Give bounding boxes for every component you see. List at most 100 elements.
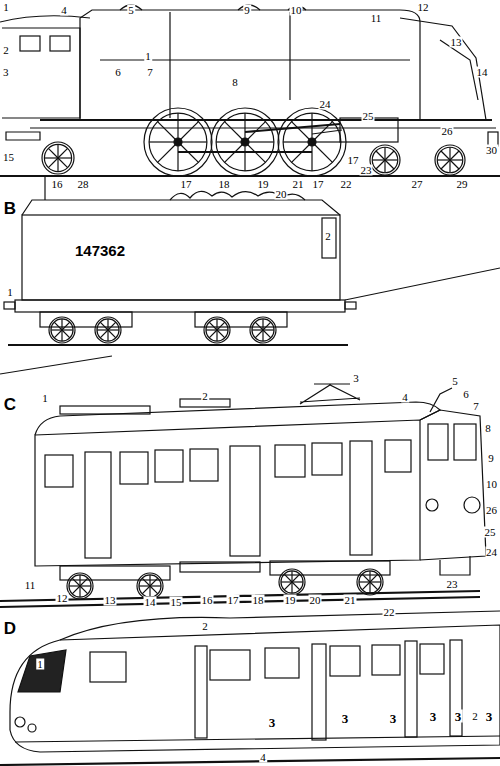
drawing-stroke bbox=[2, 28, 80, 118]
drawing-stroke bbox=[0, 758, 500, 765]
drawing-stroke bbox=[120, 452, 148, 484]
wheel-spoke bbox=[216, 141, 245, 142]
wheel-spoke bbox=[284, 582, 292, 590]
callout-number: 17 bbox=[347, 155, 360, 166]
wheel-spoke bbox=[62, 329, 73, 330]
callout-number: 21 bbox=[344, 595, 357, 606]
drawing-stroke bbox=[230, 446, 260, 556]
callout-number: 23 bbox=[360, 165, 373, 176]
wheel-spoke bbox=[284, 574, 292, 582]
callout-number: 15 bbox=[2, 152, 15, 163]
callout-number: 7 bbox=[146, 67, 154, 78]
callout-number: 11 bbox=[370, 13, 383, 24]
wheel-spoke bbox=[79, 575, 80, 586]
drawing-stroke bbox=[440, 40, 478, 100]
wheel-spoke bbox=[142, 586, 150, 594]
callout-number: 24 bbox=[319, 99, 332, 110]
callout-number: 23 bbox=[446, 579, 459, 590]
callout-number: 10 bbox=[485, 479, 498, 490]
wheel-spoke bbox=[217, 329, 228, 330]
drawing-stroke bbox=[464, 497, 480, 513]
figure-letter: B bbox=[3, 200, 17, 217]
figure-letter: D bbox=[3, 620, 17, 637]
electric-railcar bbox=[0, 384, 486, 607]
callout-number: 19 bbox=[257, 179, 270, 190]
drawing-stroke bbox=[20, 36, 40, 51]
drawing-stroke bbox=[50, 36, 70, 51]
wheel-spoke bbox=[158, 142, 178, 162]
wheel-spoke bbox=[58, 148, 68, 158]
wheel-spoke bbox=[450, 159, 463, 160]
wheel-spoke bbox=[178, 122, 198, 142]
wheel-spoke bbox=[362, 574, 370, 582]
callout-number: 17 bbox=[227, 595, 240, 606]
callout-number: 15 bbox=[170, 597, 183, 608]
drawing-stroke bbox=[30, 127, 496, 128]
wheel-spoke bbox=[100, 322, 108, 330]
callout-number: 20 bbox=[309, 595, 322, 606]
wheel-spoke bbox=[255, 330, 263, 338]
drawing-stroke bbox=[350, 441, 372, 555]
figure-letter: 147362 bbox=[74, 243, 126, 258]
figure-letter: 3 bbox=[341, 712, 350, 725]
wheel-spoke bbox=[292, 581, 303, 582]
wheel-spoke bbox=[281, 581, 292, 582]
wheel-spoke bbox=[312, 122, 332, 142]
wheel-rim bbox=[44, 144, 71, 171]
wheel-spoke bbox=[150, 585, 161, 586]
wheel-spoke bbox=[216, 319, 217, 330]
drawing-stroke bbox=[35, 402, 440, 435]
callout-number: 17 bbox=[312, 179, 325, 190]
callout-number: 1 bbox=[6, 287, 14, 298]
drawing-stroke bbox=[190, 449, 218, 481]
callout-number: 20 bbox=[275, 189, 288, 200]
drawing-stroke bbox=[100, 12, 410, 118]
callout-number: 24 bbox=[485, 547, 498, 558]
drawing-stroke bbox=[426, 499, 438, 511]
wheel-spoke bbox=[292, 582, 300, 590]
wheel-spoke bbox=[370, 582, 378, 590]
callout-number: 1 bbox=[36, 659, 44, 670]
figure-letter: C bbox=[3, 396, 17, 413]
callout-number: 16 bbox=[51, 179, 64, 190]
wheel-spoke bbox=[97, 329, 108, 330]
wheel-rim bbox=[372, 147, 398, 173]
wheel-spoke bbox=[61, 319, 62, 330]
drawing-stroke bbox=[120, 5, 306, 10]
wheel-spoke bbox=[108, 329, 119, 330]
callout-number: 7 bbox=[472, 401, 480, 412]
callout-number: 22 bbox=[383, 607, 396, 618]
callout-number: 22 bbox=[340, 179, 353, 190]
drawing-stroke bbox=[440, 556, 470, 575]
drawing-stroke bbox=[4, 302, 15, 309]
drawing-stroke bbox=[35, 420, 420, 566]
drawing-stroke bbox=[210, 650, 250, 680]
wheel-spoke bbox=[437, 159, 450, 160]
wheel-spoke bbox=[255, 322, 263, 330]
wheel-spoke bbox=[80, 578, 88, 586]
callout-number: 2 bbox=[201, 621, 209, 632]
callout-number: 18 bbox=[252, 595, 265, 606]
drawing-stroke bbox=[300, 384, 360, 404]
wheel-spoke bbox=[72, 586, 80, 594]
wheel-spoke bbox=[449, 147, 450, 160]
callout-number: 25 bbox=[484, 527, 497, 538]
drawing-stroke bbox=[385, 440, 411, 472]
drawing-stroke bbox=[330, 646, 360, 676]
wheel-rim bbox=[149, 113, 207, 171]
callout-number: 5 bbox=[127, 5, 135, 16]
drawing-stroke bbox=[95, 317, 121, 343]
drawing-stroke bbox=[18, 650, 66, 692]
wheel-rim bbox=[216, 113, 274, 171]
drawing-stroke bbox=[428, 424, 448, 460]
callout-number: 29 bbox=[456, 179, 469, 190]
callout-number: 10 bbox=[290, 5, 303, 16]
wheel-spoke bbox=[80, 585, 91, 586]
wheel-spoke bbox=[311, 113, 312, 142]
drawing-stroke bbox=[60, 406, 150, 414]
wheel-spoke bbox=[58, 158, 68, 168]
callout-number: 1 bbox=[144, 51, 152, 62]
drawing-stroke bbox=[0, 16, 90, 22]
callout-number: 4 bbox=[401, 392, 409, 403]
